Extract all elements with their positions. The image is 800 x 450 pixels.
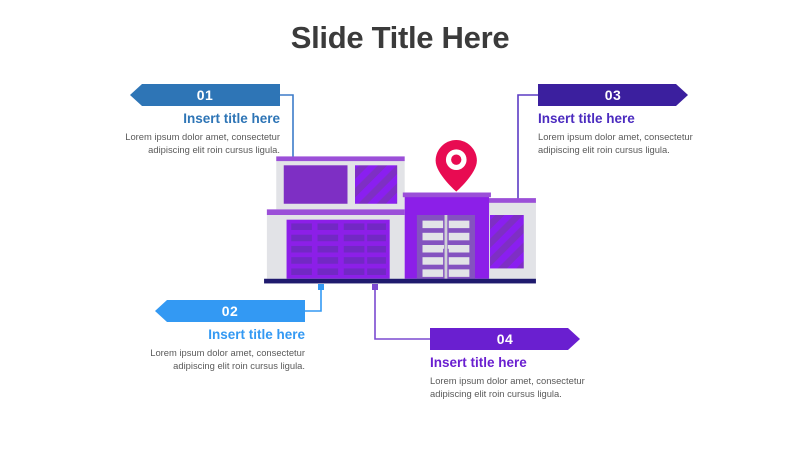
callout-04-banner[interactable]: 04	[430, 328, 580, 350]
callout-02-number: 02	[221, 303, 239, 319]
upper-window-solid	[283, 165, 348, 204]
ground-line	[264, 278, 536, 284]
callout-03-banner[interactable]: 03	[538, 84, 688, 106]
callout-03[interactable]: 03 Insert title here Lorem ipsum dolor a…	[538, 84, 748, 157]
callout-01-title: Insert title here	[183, 111, 280, 126]
page-title: Slide Title Here	[290, 20, 510, 55]
callout-02-banner[interactable]: 02	[155, 300, 305, 322]
right-wing-window-striped	[490, 215, 524, 269]
entrance-double-door	[416, 215, 475, 279]
banner-arrow-right-shape	[430, 328, 580, 350]
banner-arrow-left-shape	[130, 84, 280, 106]
callout-04-body: Lorem ipsum dolor amet, consectetur adip…	[430, 374, 585, 400]
house-illustration	[264, 140, 536, 284]
banner-arrow-left-shape	[155, 300, 305, 322]
callout-02-body: Lorem ipsum dolor amet, consectetur adip…	[150, 346, 305, 372]
callout-03-body: Lorem ipsum dolor amet, consectetur adip…	[538, 130, 693, 156]
callout-01-body: Lorem ipsum dolor amet, consectetur adip…	[125, 130, 280, 156]
callout-01-number: 01	[196, 87, 214, 103]
connector-04	[372, 284, 430, 340]
callout-04[interactable]: 04 Insert title here Lorem ipsum dolor a…	[430, 328, 640, 401]
building-upper-floor	[276, 156, 405, 210]
callout-01-banner[interactable]: 01	[130, 84, 280, 106]
callout-04-number: 04	[496, 331, 514, 347]
callout-02[interactable]: 02 Insert title here Lorem ipsum dolor a…	[100, 300, 305, 373]
garage-door	[286, 219, 390, 279]
callout-02-title: Insert title here	[208, 327, 305, 342]
building-right-wing-roof	[477, 198, 536, 203]
callout-03-title: Insert title here	[538, 111, 635, 126]
upper-window-striped	[355, 165, 398, 204]
location-pin-icon	[435, 140, 477, 192]
banner-arrow-right-shape	[538, 84, 688, 106]
callout-01[interactable]: 01 Insert title here Lorem ipsum dolor a…	[75, 84, 280, 157]
callout-04-title: Insert title here	[430, 355, 527, 370]
callout-03-number: 03	[604, 87, 622, 103]
building-upper-roof	[276, 156, 405, 162]
